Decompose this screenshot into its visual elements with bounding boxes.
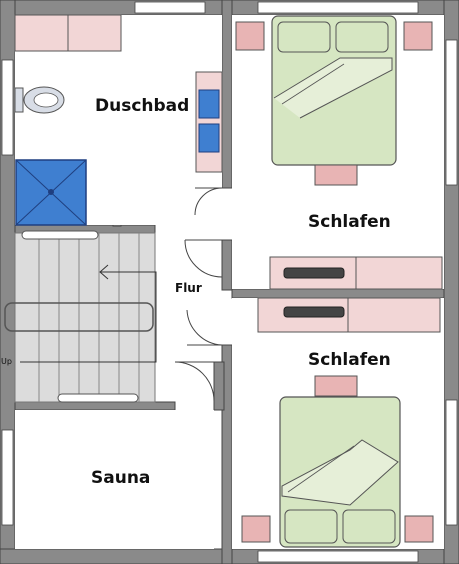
bedroom-upper-furniture [235,15,433,186]
stair-rail-mid [4,302,154,332]
pillow-upper-right [335,21,389,53]
stair-treads [38,233,140,402]
sink-icon-2 [198,123,220,153]
door-bedroom-upper [184,239,223,278]
wall-sauna-top [14,401,176,411]
vanity-counter [195,71,223,173]
wall-center-mid [221,239,233,291]
window-left-bath [1,59,14,156]
stair-arrow-head [99,264,109,280]
nightstand-ul [235,21,265,51]
pillow-lower-left [284,509,338,544]
window-top-left [134,1,206,14]
blanket-fold-upper [273,57,393,119]
stairs-body [14,232,156,403]
wall-center-upper [221,0,233,189]
stair-rail-top [21,230,99,240]
tv-upper [283,267,345,279]
sink-icon-1 [198,89,220,119]
toilet-tank-icon [14,87,24,113]
window-right-lower [445,399,458,526]
door-sauna [174,361,215,402]
blanket-fold-lower [281,439,399,506]
pillow-lower-right [342,509,396,544]
window-bottom-right [257,550,419,563]
door-bedroom-lower [186,309,223,346]
window-left-sauna [1,429,14,526]
nightstand-ur [403,21,433,51]
room-label-bedroom-lower: Schlafen [308,350,391,370]
staircase [4,230,157,403]
window-right-upper [445,39,458,186]
window-top-right [257,1,419,14]
stair-rail-bottom [57,393,139,403]
bathroom-fixtures [14,14,223,226]
wall-sauna-right [213,361,225,411]
bench-upper [314,164,358,186]
doors [174,187,223,402]
pillow-upper-left [277,21,331,53]
nightstand-ll [241,515,271,543]
floor-sauna [15,410,214,549]
room-label-hallway: Flur [175,281,202,295]
nightstand-lr [404,515,434,543]
stair-direction-arrow [20,271,157,363]
wardrobes [257,256,443,333]
shower-drain-icon [48,189,54,195]
toilet-seat-icon [33,92,59,108]
room-label-sauna: Sauna [91,468,151,488]
tv-lower [283,306,345,318]
bedroom-lower-furniture [241,375,434,548]
room-label-bathroom: Duschbad [95,96,190,116]
blanket-line-lower [287,445,355,493]
door-bathroom [194,187,223,216]
stairs-up-label: Up [1,357,12,366]
wall-bedroom-divider [231,288,445,299]
room-label-bedroom-upper: Schlafen [308,212,391,232]
bench-lower [314,375,358,397]
blanket-line-upper [281,63,345,105]
